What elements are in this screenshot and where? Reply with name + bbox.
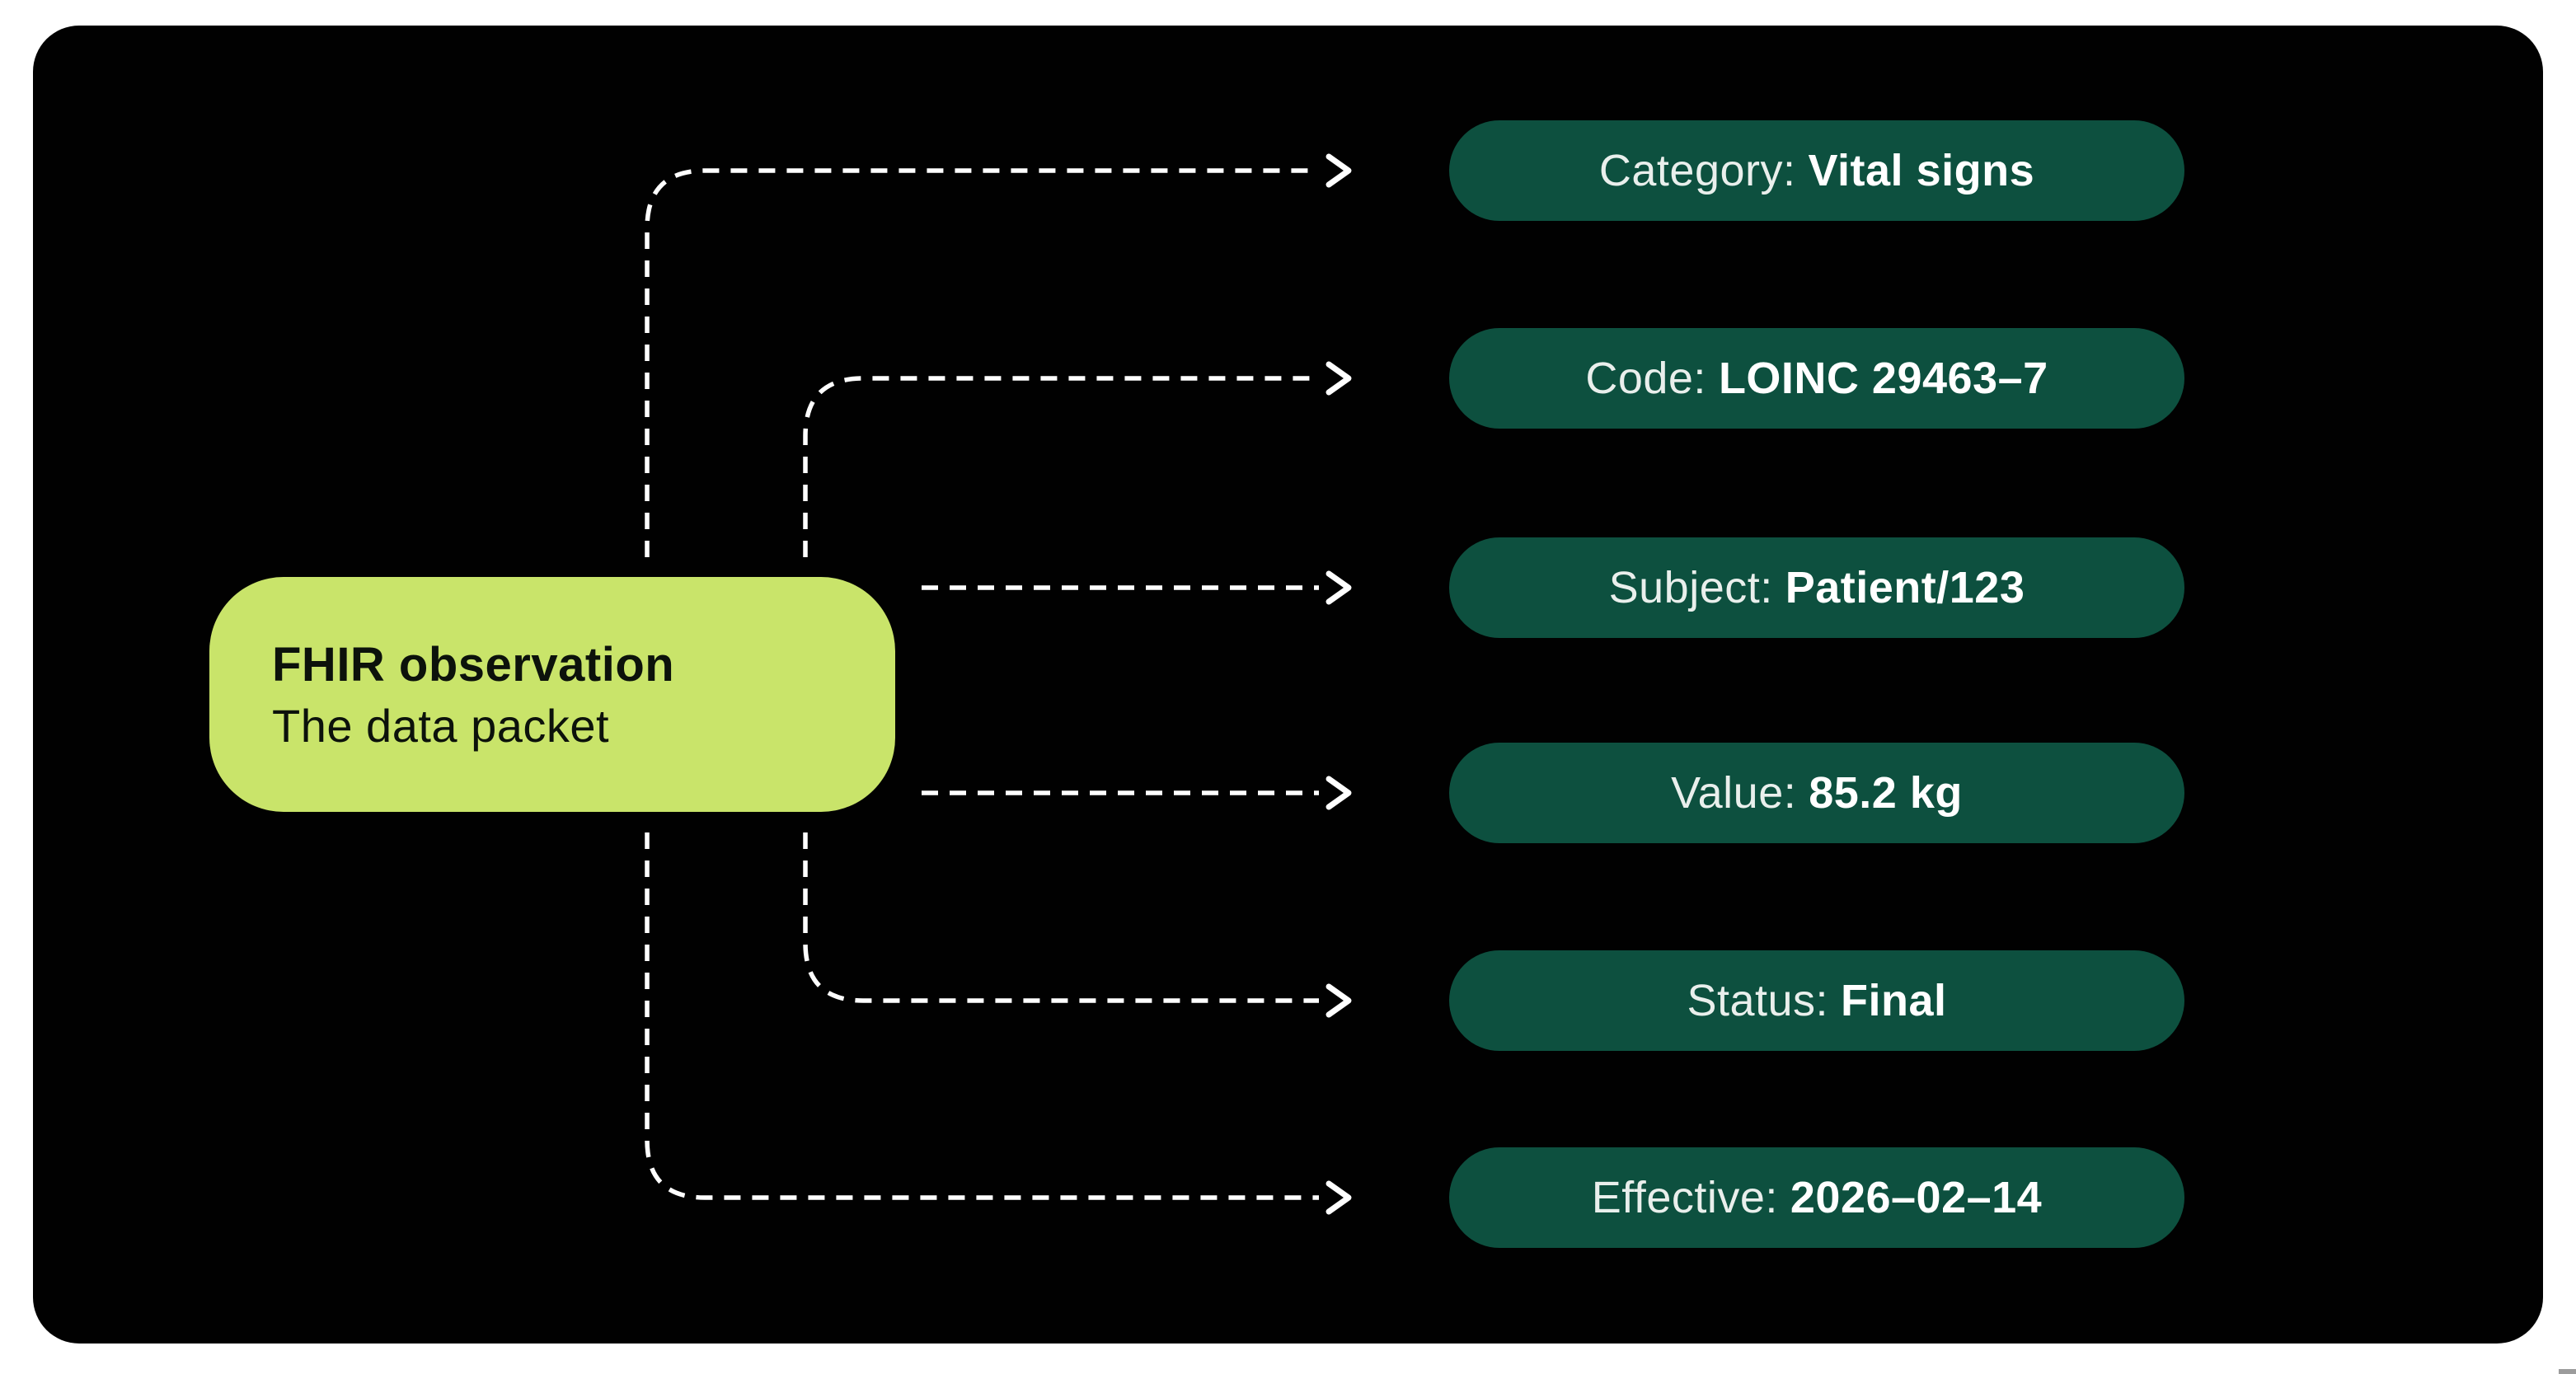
node-subtitle: The data packet — [272, 699, 610, 752]
connector-arrow-value — [922, 776, 1352, 810]
field-pill-subject: Subject: Patient/123 — [1449, 537, 2184, 638]
arrowhead-icon — [1326, 983, 1352, 1018]
field-value-code: LOINC 29463–7 — [1718, 354, 2048, 403]
field-label-code: Code: — [1585, 354, 1706, 403]
fhir-observation-node: FHIR observation The data packet — [209, 577, 895, 812]
connector-arrow-subject — [922, 570, 1352, 605]
field-label-subject: Subject: — [1608, 563, 1773, 612]
field-label-effective: Effective: — [1591, 1173, 1778, 1222]
field-pill-code: Code: LOINC 29463–7 — [1449, 328, 2184, 429]
arrowhead-icon — [1326, 570, 1352, 605]
arrowhead-icon — [1326, 1180, 1352, 1215]
field-value-value: 85.2 kg — [1809, 768, 1963, 818]
field-value-category: Vital signs — [1808, 146, 2035, 195]
field-value-subject: Patient/123 — [1785, 563, 2025, 612]
node-title: FHIR observation — [272, 638, 675, 692]
field-value-status: Final — [1841, 976, 1947, 1025]
field-label-category: Category: — [1598, 146, 1796, 195]
connector-arrow-code — [803, 361, 1352, 557]
corner-chip — [2559, 1369, 2576, 1374]
field-label-value: Value: — [1671, 768, 1797, 818]
arrowhead-icon — [1326, 361, 1352, 396]
arrowhead-icon — [1326, 153, 1352, 188]
field-label-status: Status: — [1687, 976, 1829, 1025]
arrowhead-icon — [1326, 776, 1352, 810]
field-pill-category: Category: Vital signs — [1449, 120, 2184, 221]
field-value-effective: 2026–02–14 — [1790, 1173, 2043, 1222]
connector-arrow-category — [645, 153, 1352, 557]
field-pill-status: Status: Final — [1449, 950, 2184, 1051]
field-pill-value: Value: 85.2 kg — [1449, 743, 2184, 843]
connector-arrow-effective — [645, 832, 1352, 1215]
connector-arrow-status — [803, 832, 1352, 1018]
field-pill-effective: Effective: 2026–02–14 — [1449, 1147, 2184, 1248]
